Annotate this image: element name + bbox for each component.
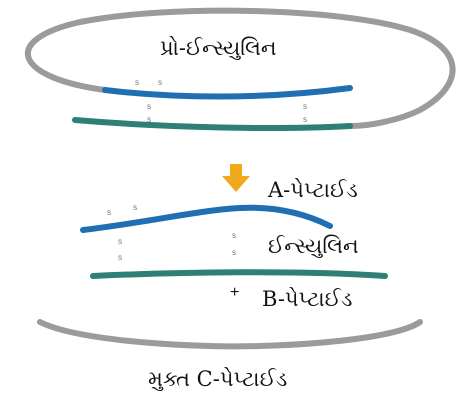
disulfide-marker: S [303,105,308,111]
proinsulin-a-chain [102,85,353,100]
disulfide-marker: S [107,211,112,217]
proinsulin-label: પ્રો-ઈન્સ્યુલિન [160,36,277,60]
insulin-b-chain [90,269,388,279]
proinsulin-b-chain [72,117,353,131]
disulfide-marker: S [135,81,140,87]
down-arrow-icon [222,164,250,192]
proinsulin-c-peptide-loop [25,7,456,129]
b-peptide-label: B-પેપ્ટાઈડ [262,287,353,311]
insulin-label: ઈન્સ્યુલિન [268,234,359,258]
disulfide-marker: S [133,206,138,212]
disulfide-marker: S [232,234,237,240]
a-peptide-label: A-પેપ્ટાઈડ [268,178,358,202]
disulfide-marker: S [147,118,152,124]
disulfide-marker: S [118,256,123,262]
plus-sign: + [230,284,240,301]
disulfide-marker: S [118,240,123,246]
free-c-peptide-chain [37,319,423,350]
disulfide-marker: S [158,81,163,87]
disulfide-marker: S [147,105,152,111]
disulfide-marker: S [232,251,237,257]
disulfide-marker: S [303,118,308,124]
insulin-a-chain [80,204,333,233]
free-c-peptide-label: મુક્ત C-પેપ્ટાઈડ [148,367,288,391]
